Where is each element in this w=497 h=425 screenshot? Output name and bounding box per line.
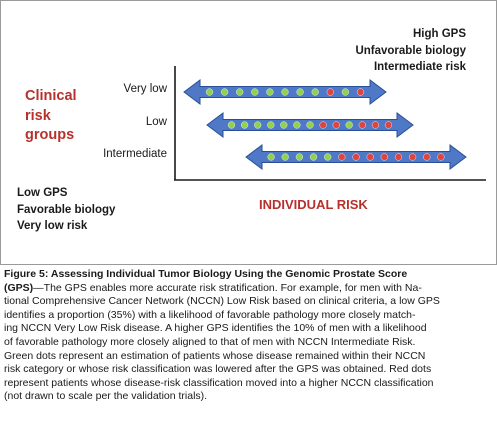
green-patient-dot bbox=[227, 121, 236, 129]
red-patient-dot bbox=[437, 153, 445, 161]
red-patient-dot bbox=[319, 121, 327, 129]
green-patient-dot bbox=[281, 153, 289, 161]
y-axis-title-line: groups bbox=[25, 127, 75, 143]
x-axis-title: INDIVIDUAL RISK bbox=[259, 197, 368, 212]
favorable-biology-label: Favorable biology bbox=[17, 203, 116, 216]
red-patient-dot bbox=[332, 121, 340, 129]
green-patient-dot bbox=[280, 121, 288, 129]
green-patient-dot bbox=[293, 121, 301, 129]
red-patient-dot bbox=[358, 121, 366, 129]
green-patient-dot bbox=[341, 88, 350, 96]
green-patient-dot bbox=[267, 121, 275, 129]
row-label-low: Low bbox=[145, 116, 167, 128]
high-gps-label-group: High GPS Unfavorable biology Intermediat… bbox=[355, 26, 466, 76]
risk-diagram bbox=[174, 66, 486, 181]
green-patient-dot bbox=[324, 153, 332, 161]
green-patient-dot bbox=[295, 153, 304, 161]
red-patient-dot bbox=[352, 153, 360, 161]
red-patient-dot bbox=[409, 153, 417, 161]
red-patient-dot bbox=[326, 88, 334, 96]
red-patient-dot bbox=[394, 153, 403, 161]
green-patient-dot bbox=[345, 121, 353, 129]
green-patient-dot bbox=[221, 88, 229, 96]
high-gps-label: High GPS bbox=[412, 28, 466, 40]
caption-line: of favorable pathology more closely alig… bbox=[4, 335, 416, 348]
green-patient-dot bbox=[251, 88, 259, 96]
green-patient-dot bbox=[306, 121, 314, 129]
y-axis-title-line: Clinical bbox=[25, 88, 77, 104]
low-gps-label: Low GPS bbox=[17, 187, 68, 199]
caption-line: tional Comprehensive Cancer Network (NCC… bbox=[4, 295, 440, 308]
green-patient-dot bbox=[296, 88, 304, 96]
red-patient-dot bbox=[338, 153, 346, 161]
caption-title: Figure 5: Assessing Individual Tumor Bio… bbox=[4, 268, 408, 280]
green-patient-dot bbox=[281, 88, 289, 96]
red-patient-dot bbox=[371, 121, 380, 129]
y-axis-title: Clinical risk groups bbox=[25, 87, 77, 146]
figure-caption: Figure 5: Assessing Individual Tumor Bio… bbox=[4, 268, 494, 404]
green-patient-dot bbox=[311, 88, 319, 96]
red-patient-dot bbox=[366, 153, 374, 161]
caption-line: (not drawn to scale per the validation t… bbox=[4, 390, 208, 403]
green-patient-dot bbox=[254, 121, 262, 129]
caption-line: risk category or whose risk classificati… bbox=[4, 363, 432, 376]
green-patient-dot bbox=[309, 153, 318, 161]
caption-title-end: (GPS) bbox=[4, 281, 34, 294]
red-patient-dot bbox=[380, 153, 388, 161]
caption-text: —The GPS enables more accurate risk stra… bbox=[33, 281, 422, 294]
very-low-risk-label: Very low risk bbox=[17, 220, 88, 232]
row-label-very-low: Very low bbox=[123, 83, 167, 95]
caption-line: (GPS)—The GPS enables more accurate risk… bbox=[4, 282, 494, 296]
y-axis-title-line: risk bbox=[25, 107, 51, 124]
unfavorable-biology-label: Unfavorable biology bbox=[355, 44, 466, 57]
caption-line: identifies a proportion (35%) with a lik… bbox=[4, 308, 416, 321]
green-patient-dot bbox=[267, 153, 275, 161]
caption-line: Figure 5: Assessing Individual Tumor Bio… bbox=[4, 268, 494, 282]
caption-line: represent patients whose disease-risk cl… bbox=[4, 376, 434, 389]
diagram-panel: High GPS Unfavorable biology Intermediat… bbox=[0, 0, 497, 265]
red-patient-dot bbox=[384, 121, 393, 129]
green-patient-dot bbox=[205, 88, 214, 96]
caption-line: Green dots represent an estimation of pa… bbox=[4, 349, 426, 362]
red-patient-dot bbox=[423, 153, 431, 161]
low-gps-label-group: Low GPS Favorable biology Very low risk bbox=[17, 185, 115, 235]
caption-line: ing NCCN Very Low Risk disease. A higher… bbox=[4, 322, 427, 335]
red-patient-dot bbox=[356, 88, 365, 96]
green-patient-dot bbox=[266, 88, 274, 96]
green-patient-dot bbox=[236, 88, 244, 96]
intermediate-risk-label: Intermediate risk bbox=[373, 61, 466, 73]
green-patient-dot bbox=[241, 121, 249, 129]
row-label-intermediate: Intermediate bbox=[103, 148, 167, 160]
